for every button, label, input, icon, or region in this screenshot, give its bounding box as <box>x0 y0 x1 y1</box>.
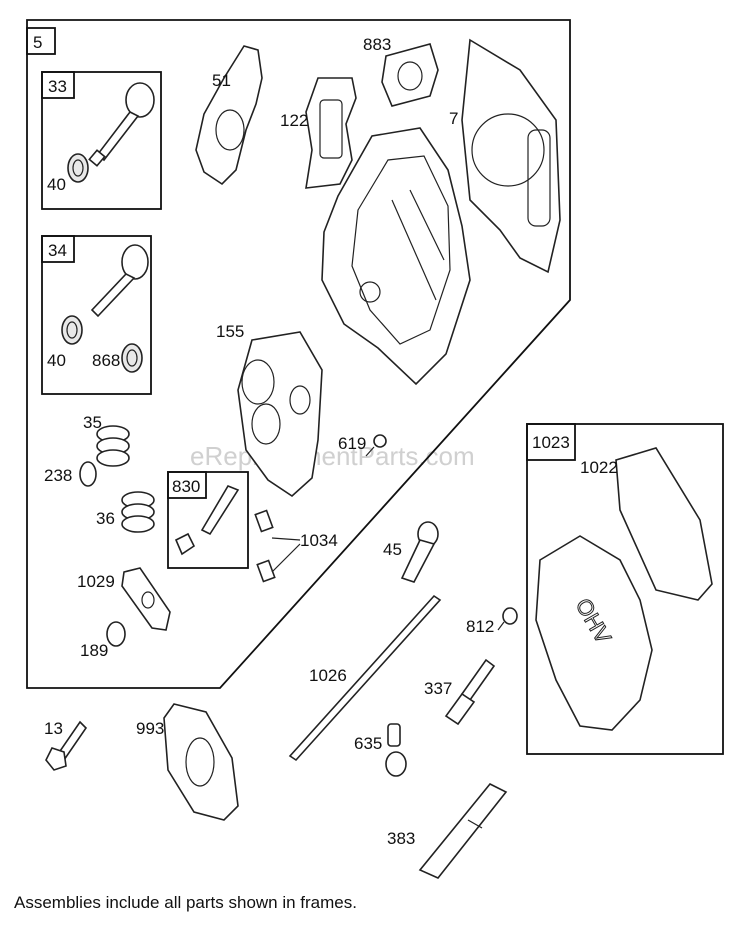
part-label-383: 383 <box>387 829 415 848</box>
part-label-883: 883 <box>363 35 391 54</box>
frame-830-label: 830 <box>172 477 200 496</box>
assembly-frame-830 <box>167 471 249 569</box>
frame-33-label: 33 <box>48 77 67 96</box>
assembly-frame-5 <box>26 19 571 689</box>
frame-5-label-box <box>26 27 56 55</box>
part-label-40-bottom: 40 <box>47 351 66 370</box>
part-label-35: 35 <box>83 413 102 432</box>
part-label-812: 812 <box>466 617 494 636</box>
part-label-337: 337 <box>424 679 452 698</box>
part-label-993: 993 <box>136 719 164 738</box>
intake-valve-part <box>88 82 155 167</box>
part-label-122: 122 <box>280 111 308 130</box>
assembly-frame-33 <box>41 71 162 210</box>
valve-cover-part: OHV <box>535 535 653 731</box>
frame-5-label: 5 <box>33 33 42 52</box>
gasket-part-993 <box>163 703 239 821</box>
watermark: eReplacementParts.com <box>190 441 475 471</box>
frame-34-label: 34 <box>48 241 67 260</box>
part-label-619: 619 <box>338 434 366 453</box>
head-gasket-part-7 <box>461 38 561 274</box>
screw-part-619 <box>365 434 387 457</box>
assembly-frame-34 <box>41 235 152 395</box>
part-label-7: 7 <box>449 109 458 128</box>
footnote: Assemblies include all parts shown in fr… <box>14 893 357 912</box>
exhaust-valve-part <box>90 244 149 318</box>
part-label-51: 51 <box>212 71 231 90</box>
frame-830-label-box <box>167 471 207 499</box>
intake-gasket-part-51 <box>195 45 263 186</box>
gasket-part-883 <box>381 43 439 107</box>
tube-part-383 <box>418 782 508 879</box>
frame-34-label-box <box>41 235 75 263</box>
part-label-40-top: 40 <box>47 175 66 194</box>
pin-part-45 <box>400 521 439 583</box>
valve-spring-part-36 <box>121 491 155 533</box>
part-label-1029: 1029 <box>77 572 115 591</box>
part-label-868: 868 <box>92 351 120 370</box>
part-label-189: 189 <box>80 641 108 660</box>
part-label-238: 238 <box>44 466 72 485</box>
part-label-155: 155 <box>216 322 244 341</box>
valve-cover-gasket-part-1022 <box>615 447 713 601</box>
valve-keeper-part-40a <box>67 153 89 183</box>
part-label-45: 45 <box>383 540 402 559</box>
part-label-635: 635 <box>354 734 382 753</box>
part-label-1022: 1022 <box>580 458 618 477</box>
part-label-13: 13 <box>44 719 63 738</box>
screw-part-812 <box>497 607 518 631</box>
cylinder-head-part <box>321 127 471 386</box>
valve-seal-part-868 <box>121 343 143 373</box>
frame-1023-label: 1023 <box>532 433 570 452</box>
frame-33-label-box <box>41 71 75 99</box>
frame-1023-label-box <box>526 423 576 461</box>
valve-keeper-part-40b <box>61 315 83 345</box>
part-label-1034: 1034 <box>300 531 338 550</box>
rocker-stud-part <box>174 485 240 556</box>
gasket-part-122 <box>305 77 357 189</box>
part-label-1026: 1026 <box>309 666 347 685</box>
breather-plate-part-155 <box>237 331 323 498</box>
rocker-guide-part-1034 <box>254 509 301 583</box>
assembly-frame-1023 <box>526 423 724 755</box>
valve-spring-part-35 <box>96 425 130 467</box>
push-rod-part-1026 <box>288 594 442 762</box>
rocker-arm-part-1029 <box>121 567 171 631</box>
nut-part-189 <box>106 621 126 647</box>
bolt-part-13 <box>45 720 88 771</box>
fitting-part-635 <box>385 723 407 777</box>
spark-plug-part-337 <box>444 658 496 726</box>
part-label-36: 36 <box>96 509 115 528</box>
retainer-part-238 <box>79 461 97 487</box>
